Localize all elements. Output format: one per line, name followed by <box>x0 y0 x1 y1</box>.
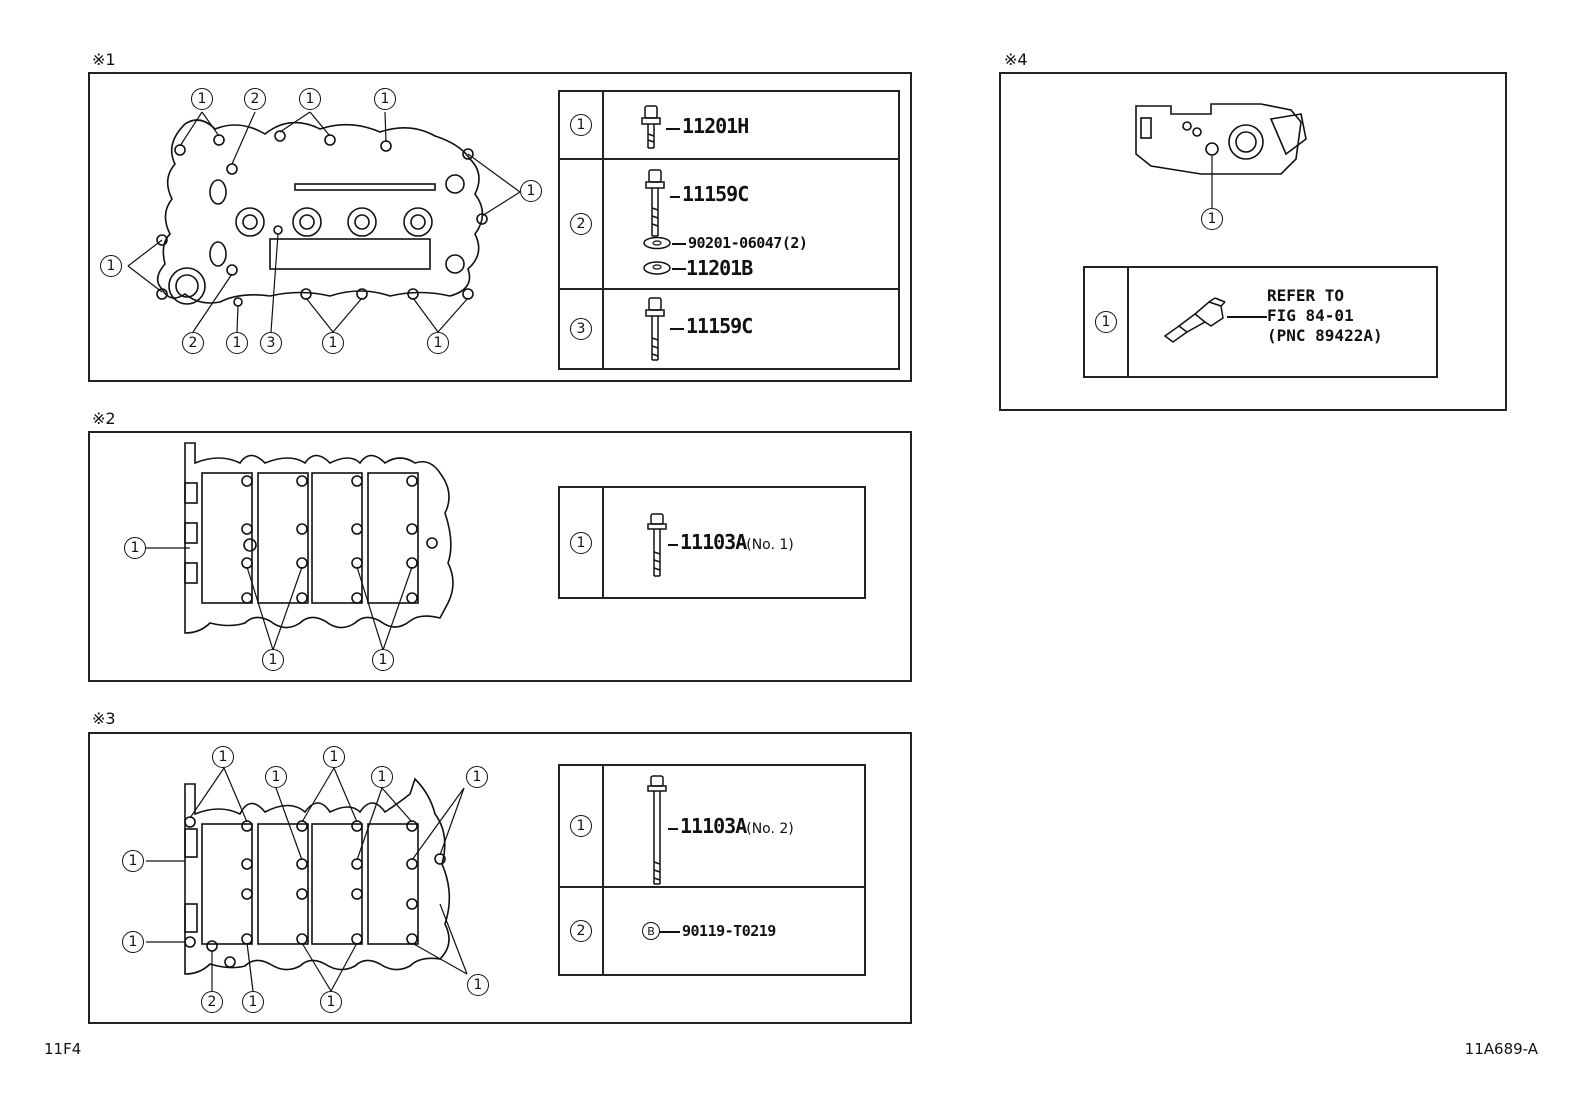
cylinder-head-drawing <box>127 111 521 333</box>
callout-2: 2 <box>244 88 266 110</box>
part-number: 90119-T0219 <box>682 922 776 940</box>
callout-1: 1 <box>124 537 146 559</box>
refer-line: FIG 84-01 <box>1267 306 1354 325</box>
part-code: 11103A <box>680 530 747 554</box>
parts-row: 3 11159C <box>560 290 898 368</box>
callout-1: 1 <box>100 255 122 277</box>
callout-1: 1 <box>1201 208 1223 230</box>
panel-3-label: ※3 <box>92 709 116 728</box>
part-suffix: (No. 1) <box>746 537 794 553</box>
parts-table: 1 11103A(No. 1) <box>558 486 866 599</box>
panel-2-label: ※2 <box>92 409 116 428</box>
panel-2: 1 1 1 1 11103A(No. 1) <box>88 431 912 682</box>
callout-1: 1 <box>372 649 394 671</box>
callout-1: 1 <box>122 850 144 872</box>
parts-row: 1 11103A(No. 2) <box>560 766 864 888</box>
callout-1: 1 <box>323 746 345 768</box>
callout-2: 2 <box>182 332 204 354</box>
row-number: 1 <box>1095 311 1117 333</box>
parts-table: 1 11201H 2 11159C 90201-06047(2) 11201B <box>558 90 900 370</box>
bolt-icon <box>647 775 667 885</box>
callout-1: 1 <box>191 88 213 110</box>
bolt-icon <box>641 105 661 149</box>
parts-table: 1 11103A(No. 2) 2 B 90119-T0219 <box>558 764 866 976</box>
illustration-code-right: 11A689-A <box>1464 1040 1538 1058</box>
callout-1: 1 <box>212 746 234 768</box>
callout-1: 1 <box>427 332 449 354</box>
callout-1: 1 <box>265 766 287 788</box>
parts-row: 1 11103A(No. 1) <box>560 488 864 597</box>
row-number: 2 <box>570 213 592 235</box>
refer-line: (PNC 89422A) <box>1267 326 1383 345</box>
parts-row: 2 B 90119-T0219 <box>560 888 864 974</box>
panel-1: 1 2 1 1 1 1 2 1 3 1 1 1 11201H 2 11159C <box>88 72 912 382</box>
parts-row: 2 11159C 90201-06047(2) 11201B <box>560 160 898 290</box>
washer-icon <box>643 236 671 250</box>
callout-1: 1 <box>322 332 344 354</box>
panel-1-label: ※1 <box>92 50 116 69</box>
cylinder-block-drawing <box>146 442 454 651</box>
callout-3: 3 <box>260 332 282 354</box>
row-number: 1 <box>570 815 592 837</box>
callout-1: 1 <box>299 88 321 110</box>
row-number: 3 <box>570 318 592 340</box>
callout-1: 1 <box>242 991 264 1013</box>
part-code: 11103A <box>680 814 747 838</box>
bolt-icon <box>645 297 665 361</box>
callout-1: 1 <box>371 766 393 788</box>
part-number: 11201H <box>682 114 749 138</box>
callout-2: 2 <box>201 991 223 1013</box>
callout-1: 1 <box>466 766 488 788</box>
washer-icon <box>643 261 671 275</box>
cylinder-head-partial-drawing <box>1135 103 1307 208</box>
callout-1: 1 <box>520 180 542 202</box>
row-number: 1 <box>570 531 592 554</box>
row-number: 2 <box>570 920 592 942</box>
part-suffix: (No. 2) <box>746 821 794 837</box>
panel-4-label: ※4 <box>1004 50 1028 69</box>
callout-1: 1 <box>122 931 144 953</box>
callout-1: 1 <box>320 991 342 1013</box>
parts-row: 1 11201H <box>560 92 898 160</box>
part-number: 11201B <box>686 256 753 280</box>
part-number: 11103A(No. 2) <box>680 814 794 838</box>
callout-1: 1 <box>262 649 284 671</box>
bolt-icon <box>647 513 667 577</box>
row-number: 1 <box>570 114 592 136</box>
cylinder-block-drawing <box>146 767 468 992</box>
part-number: 90201-06047(2) <box>688 234 808 252</box>
callout-1: 1 <box>374 88 396 110</box>
part-number: 11159C <box>686 314 753 338</box>
illustration-code-left: 11F4 <box>44 1040 82 1058</box>
part-number: 11159C <box>682 182 749 206</box>
panel-3: 1 1 1 1 1 1 1 2 1 1 1 1 11103A(No. 2) 2 … <box>88 732 912 1024</box>
bolt-icon <box>645 169 665 237</box>
part-number: 11103A(No. 1) <box>680 530 794 554</box>
circled-b-marker-icon: B <box>642 922 660 940</box>
sensor-icon <box>1163 297 1226 343</box>
refer-line: REFER TO <box>1267 286 1345 305</box>
callout-1: 1 <box>467 974 489 996</box>
callout-1: 1 <box>226 332 248 354</box>
